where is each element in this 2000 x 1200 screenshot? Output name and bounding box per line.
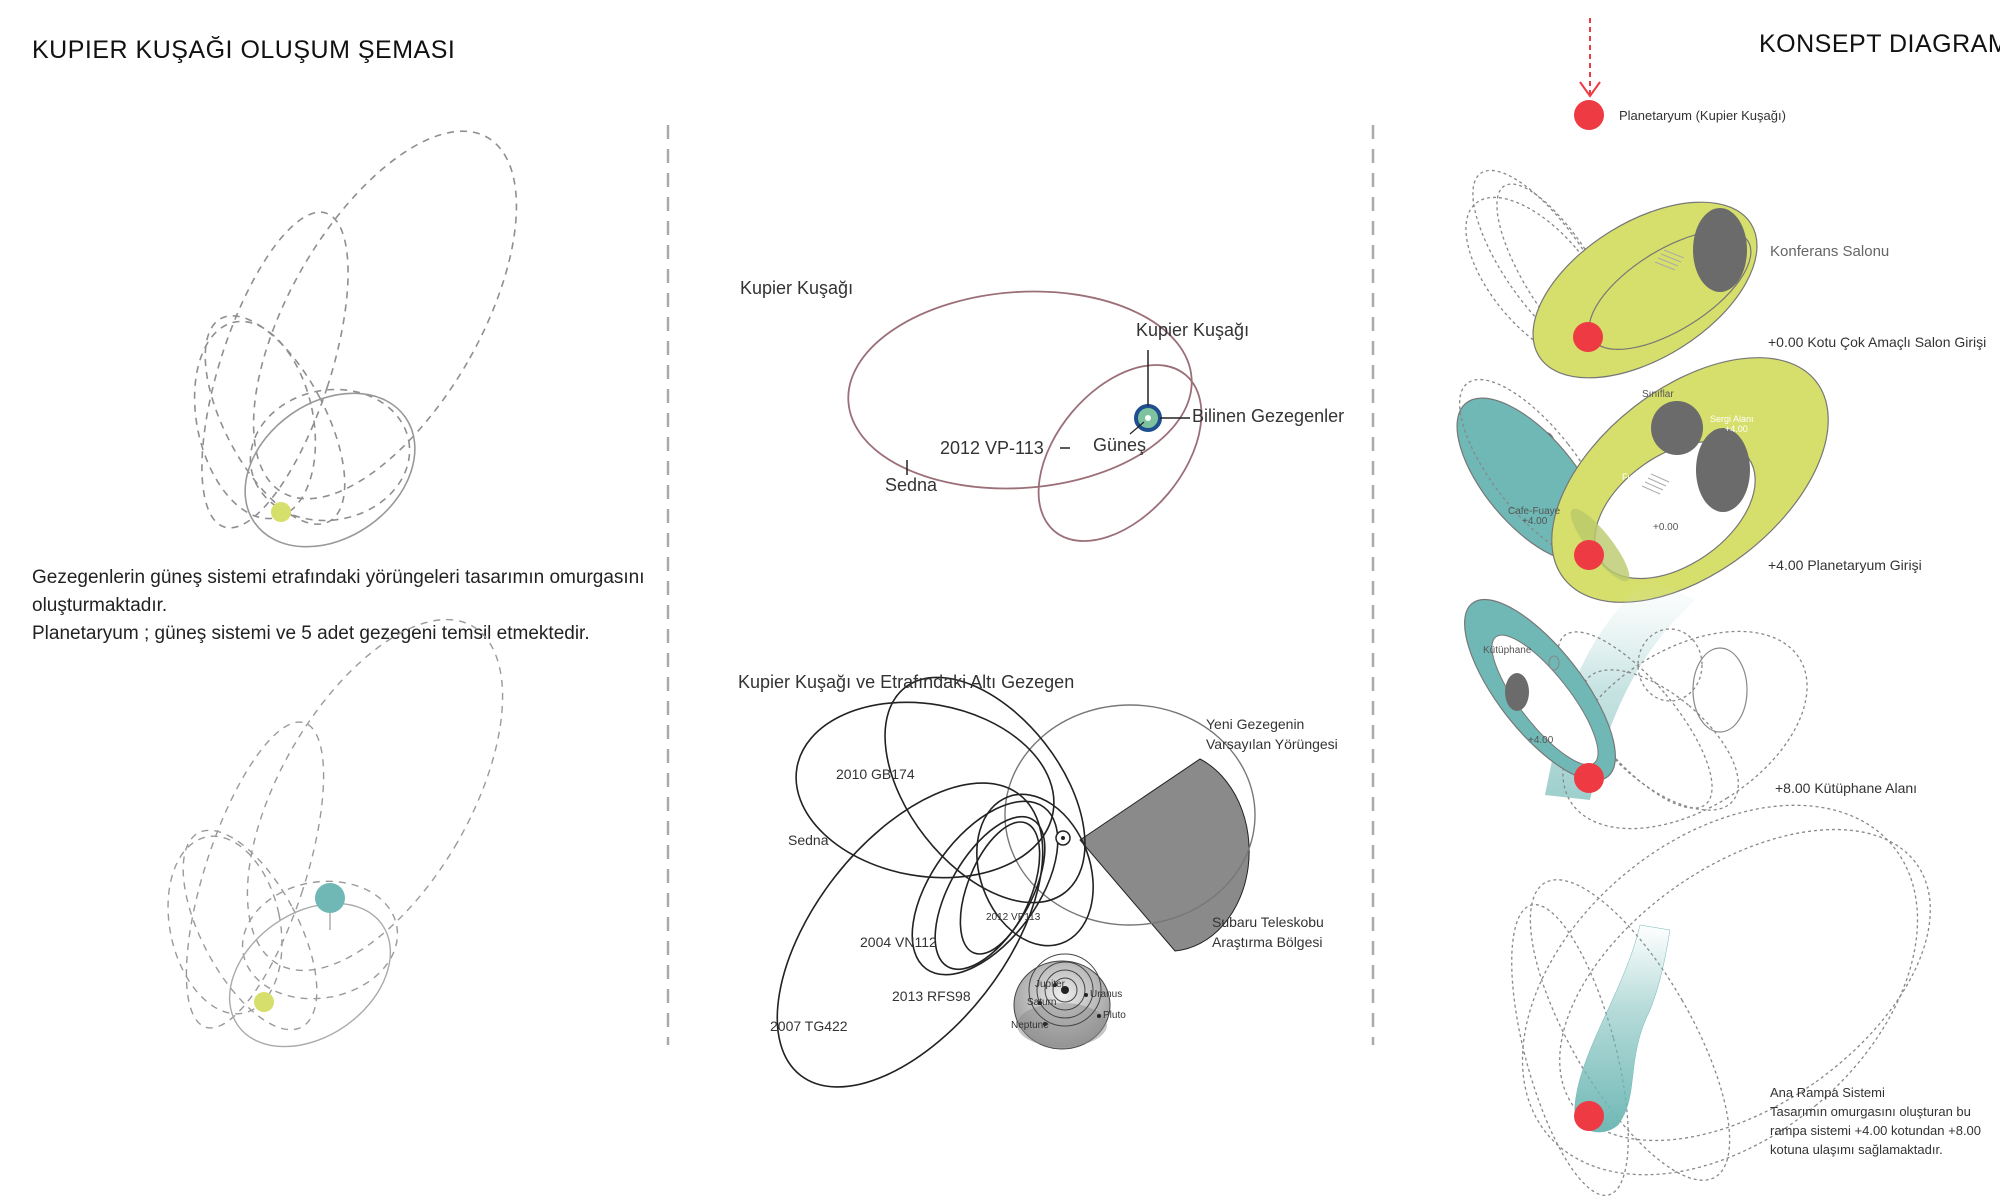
label-kupier-kusagi: Kupier Kuşağı	[1136, 320, 1250, 340]
vn112-orbit	[911, 800, 1059, 976]
big-orbit-top	[884, 676, 1086, 904]
label-2007-tg422: 2007 TG422	[770, 1018, 848, 1034]
header-kupier: Kupier Kuşağı	[740, 278, 854, 298]
label-subaru-2: Araştırma Bölgesi	[1212, 934, 1323, 950]
new-planet-orbit	[1004, 704, 1256, 926]
label-sergi-alani: Sergi Alanı	[1710, 414, 1754, 424]
label-inner-level-d3: +4.00	[1528, 735, 1554, 746]
label-cafe-level: +4.00	[1522, 516, 1548, 527]
label-uranus: Uranus	[1090, 989, 1123, 1000]
label-2004-vn112: 2004 VN112	[860, 934, 937, 950]
concept-d2	[1456, 357, 1829, 603]
label-level-d1: +0.00 Kotu Çok Amaçlı Salon Girişi	[1768, 334, 1987, 350]
label-fuaye: Fuaye	[1622, 472, 1648, 482]
label-pluto: Pluto	[1103, 1010, 1126, 1021]
concept-d1	[1465, 169, 1758, 379]
description-line-3: Planetaryum ; güneş sistemi ve 5 adet ge…	[32, 623, 590, 644]
label-bilinen-gezegenler: Bilinen Gezegenler	[1192, 406, 1345, 426]
description-line-1: Gezegenlerin güneş sistemi etrafındaki y…	[32, 567, 645, 588]
label-2012-vp113-b: 2012 VP113	[986, 912, 1041, 923]
label-yeni-gezegen-2: Varsayılan Yörüngesi	[1206, 736, 1338, 752]
label-2012-vp113: 2012 VP-113	[940, 438, 1044, 458]
planetaryum-dot	[1574, 100, 1604, 130]
sun-dot-top	[271, 502, 291, 522]
teal-planet	[315, 883, 345, 913]
orbit-formation-bottom	[167, 618, 504, 1031]
label-2013-rfs98: 2013 RFS98	[892, 988, 971, 1004]
subaru-sector	[1079, 758, 1250, 952]
label-siniflar: Sınıflar	[1642, 389, 1674, 400]
sun-dot-bottom	[254, 992, 274, 1012]
label-yeni-gezegen-1: Yeni Gezegenin	[1206, 716, 1305, 732]
vp113-orbit-b	[959, 821, 1041, 955]
label-gunes: Güneş	[1093, 435, 1147, 455]
label-planetaryum: Planetaryum (Kupier Kuşağı)	[1619, 108, 1786, 123]
description-line-2: oluşturmaktadır.	[32, 595, 168, 616]
label-level-d2: +4.00 Planetaryum Girişi	[1768, 557, 1922, 573]
six-planets-diagram	[776, 676, 1256, 1088]
label-kutuphane: Kütüphane	[1483, 645, 1532, 656]
label-kutuphane-level: +8.00	[1494, 655, 1517, 665]
page-title-right: KONSEPT DIAGRAM	[1759, 30, 2000, 58]
header-six-planets: Kupier Kuşağı ve Etrafındaki Altı Gezege…	[738, 672, 1075, 692]
sedna-orbit	[847, 290, 1193, 490]
label-neptune: Neptune	[1011, 1020, 1049, 1031]
label-2010-gb174: 2010 GB174	[836, 766, 915, 782]
label-konferans-salonu: Konferans Salonu	[1770, 243, 1890, 260]
inner-orbit-b	[976, 793, 1094, 947]
label-ana-rampa-text: Tasarımın omurgasını oluşturan bu rampa …	[1770, 1104, 1982, 1157]
vp113-orbit	[1037, 364, 1203, 542]
label-sedna: Sedna	[885, 475, 938, 495]
label-sergi-level: +4.00	[1725, 424, 1748, 434]
solar-system-mini	[1013, 953, 1111, 1050]
label-cafe-fuaye: Cafe-Fuaye	[1508, 506, 1561, 517]
concept-d3	[1464, 598, 1808, 830]
gb174-orbit	[795, 701, 1055, 879]
orbit-solid-top	[244, 392, 416, 548]
label-ana-rampa: Ana Rampa Sistemi	[1770, 1085, 1885, 1100]
label-inner-level-d2: +0.00	[1653, 522, 1679, 533]
orbit-solid-bottom	[228, 902, 392, 1048]
page-title-left: KUPIER KUŞAĞI OLUŞUM ŞEMASI	[32, 36, 456, 64]
label-saturn: Saturn	[1027, 997, 1057, 1008]
label-sedna-b: Sedna	[788, 832, 829, 848]
main-ramp	[1574, 924, 1671, 1133]
orbit-formation-top	[193, 130, 518, 529]
kupier-diagram	[847, 290, 1203, 542]
label-jupiter: Jupiter	[1035, 979, 1066, 990]
label-level-d3: +8.00 Kütüphane Alanı	[1775, 780, 1918, 796]
label-subaru-1: Subaru Teleskobu	[1212, 914, 1324, 930]
